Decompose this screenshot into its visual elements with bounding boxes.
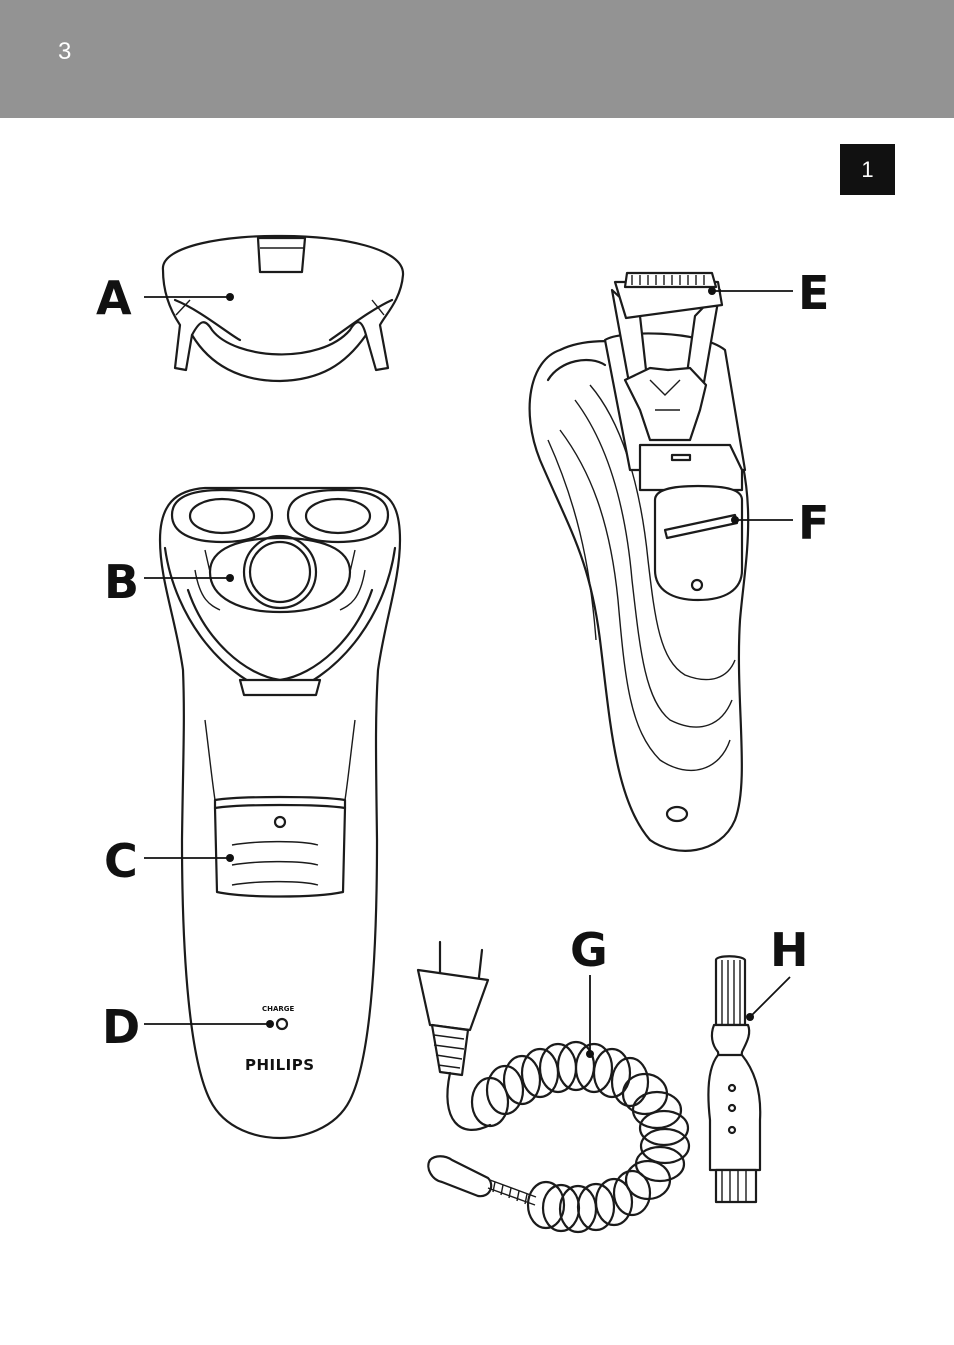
protection-cap [163, 236, 403, 381]
label-a: A [96, 271, 132, 325]
label-g: G [570, 923, 608, 977]
power-cord [418, 942, 689, 1232]
label-f: F [798, 496, 829, 550]
label-b: B [104, 555, 139, 609]
label-d: D [102, 1000, 140, 1054]
brand-logo: PHILIPS [245, 1056, 315, 1074]
label-c: C [104, 834, 138, 888]
shaver-side [530, 273, 749, 851]
label-e: E [798, 266, 829, 320]
cleaning-brush [708, 956, 760, 1202]
leader-h [752, 977, 790, 1015]
label-h: H [770, 923, 809, 977]
shaver-front: CHARGE PHILIPS [160, 488, 400, 1138]
charge-indicator-text: CHARGE [262, 1005, 295, 1013]
